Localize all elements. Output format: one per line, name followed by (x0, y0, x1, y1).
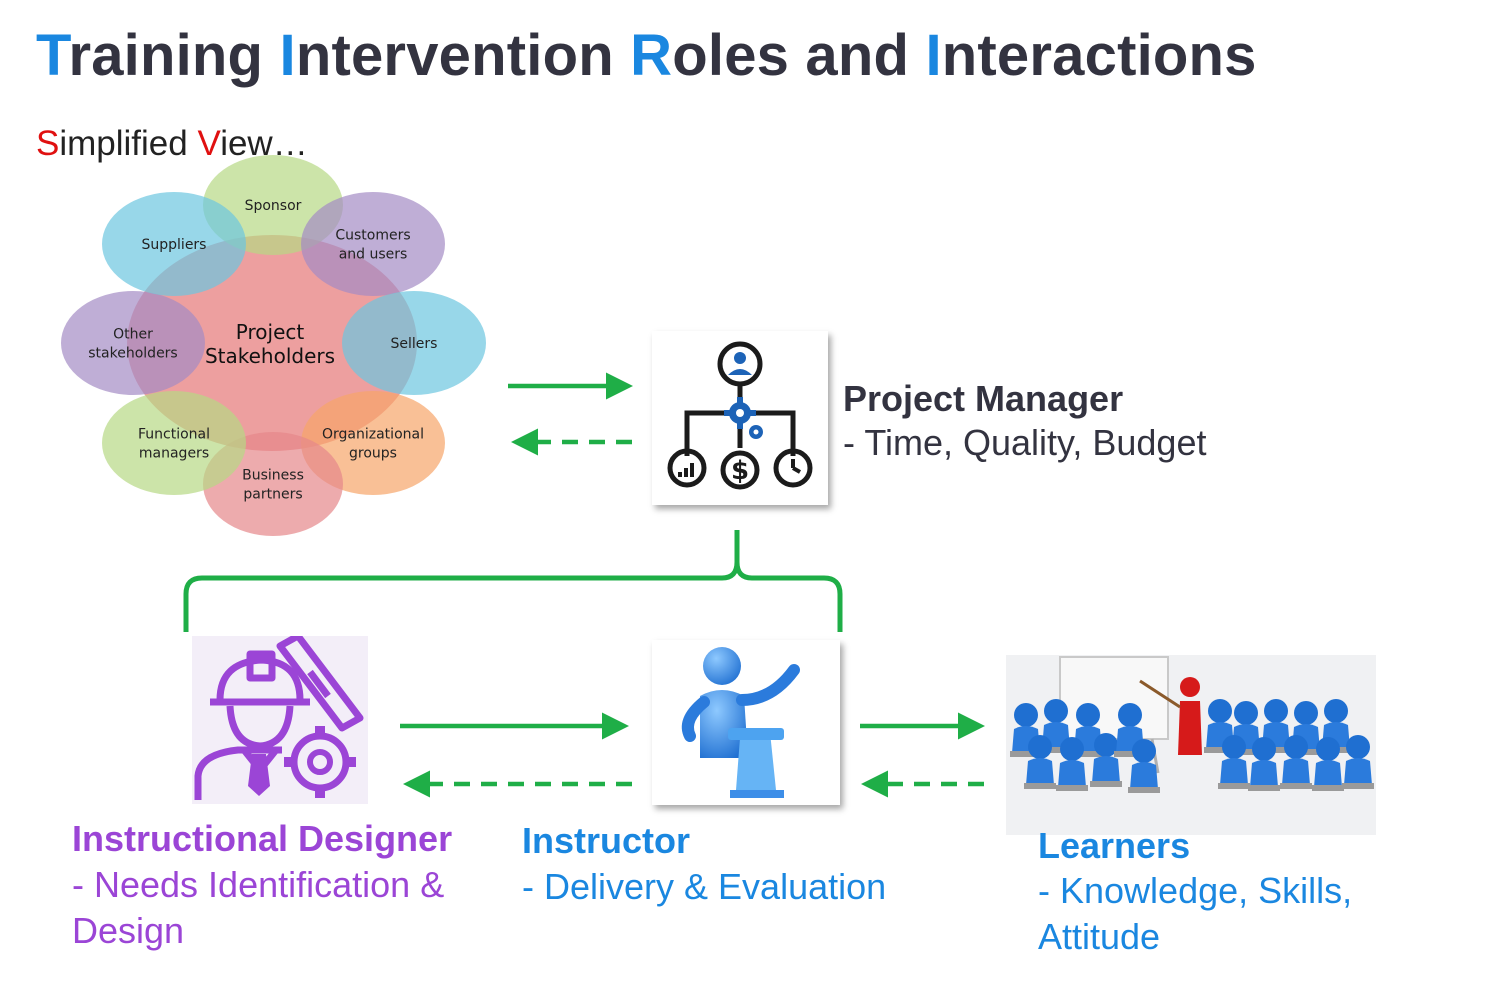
stakeholder-petal (301, 192, 445, 296)
page-title: Training Intervention Roles and Interact… (36, 22, 1257, 89)
project-manager-title: Project Manager (843, 378, 1124, 419)
learner-chair (1128, 787, 1160, 793)
learner-chair (1010, 751, 1042, 757)
stakeholder-label: and users (339, 247, 408, 263)
stakeholder-label: groups (349, 446, 397, 462)
instructor-description: - Delivery & Evaluation (522, 866, 887, 907)
learner-head (1252, 737, 1276, 761)
learner-head (1118, 703, 1142, 727)
title-part: nteractions (941, 23, 1257, 88)
learner-chair (1040, 747, 1072, 753)
learner-body (1344, 758, 1372, 785)
learner-head (1076, 703, 1100, 727)
learner-body (1026, 758, 1054, 785)
stakeholder-petal (61, 291, 205, 395)
learner-body (1130, 762, 1158, 789)
instructional-designer-title: Instructional Designer (72, 818, 453, 859)
learner-chair (1204, 747, 1236, 753)
stakeholder-label: Functional (138, 427, 210, 443)
learner-chair (1024, 783, 1056, 789)
stakeholder-label: Suppliers (142, 237, 207, 253)
learner-head (1208, 699, 1232, 723)
learner-body (1092, 756, 1120, 783)
stakeholder-label: Business (242, 468, 304, 484)
reporting-bracket (183, 530, 843, 632)
learner-chair (1248, 785, 1280, 791)
learner-chair (1280, 783, 1312, 789)
stakeholder-label: Other (113, 327, 153, 343)
title-part: I (279, 23, 296, 88)
learner-chair (1312, 785, 1344, 791)
org-chart-icon: $ (667, 341, 813, 490)
presenter-icon (681, 647, 800, 798)
learner-head (1284, 735, 1308, 759)
stakeholder-label: Customers (335, 228, 410, 244)
title-part: T (36, 23, 69, 88)
subtitle-part: implified (59, 124, 198, 163)
stakeholder-label: stakeholders (88, 346, 177, 362)
stakeholder-label: managers (139, 446, 209, 462)
learners-title: Learners (1038, 825, 1191, 866)
stakeholder-label: Sellers (391, 336, 438, 352)
learner-head (1094, 733, 1118, 757)
learner-chair (1090, 781, 1122, 787)
learner-chair (1218, 783, 1250, 789)
stakeholders-center-label: Project (236, 320, 305, 344)
designer-icon (192, 636, 368, 804)
stakeholder-label: partners (243, 487, 302, 503)
learner-chair (1342, 783, 1374, 789)
subtitle-part: V (197, 124, 221, 163)
svg-text:$: $ (731, 456, 749, 486)
stakeholder-petal (342, 291, 486, 395)
learner-head (1060, 737, 1084, 761)
learner-body (1314, 760, 1342, 787)
learner-body (1058, 760, 1086, 787)
learner-body (1250, 760, 1278, 787)
title-part: oles and (672, 23, 926, 88)
learner-chair (1072, 751, 1104, 757)
title-part: R (630, 23, 673, 88)
project-manager-description: - Time, Quality, Budget (843, 422, 1207, 463)
project-manager-card: $ (652, 331, 828, 505)
learner-head (1014, 703, 1038, 727)
learner-head (1264, 699, 1288, 723)
learner-chair (1114, 751, 1146, 757)
learner-head (1132, 739, 1156, 763)
learner-head (1346, 735, 1370, 759)
classroom-icon (1006, 655, 1376, 835)
learner-head (1324, 699, 1348, 723)
title-part: raining (68, 23, 280, 88)
learner-body (1220, 758, 1248, 785)
instructional-designer-description: - Needs Identification & Design (72, 864, 445, 951)
page-subtitle: Simplified View… (36, 124, 308, 164)
learner-body (1282, 758, 1310, 785)
learner-head (1044, 699, 1068, 723)
stakeholder-petal (102, 391, 246, 495)
learner-head (1294, 701, 1318, 725)
learner-head (1028, 735, 1052, 759)
learner-chair (1230, 749, 1262, 755)
stakeholders-center-label: Stakeholders (205, 344, 335, 368)
stakeholder-label: Organizational (322, 427, 424, 443)
learner-chair (1260, 747, 1292, 753)
learner-head (1316, 737, 1340, 761)
title-part: ntervention (295, 23, 631, 88)
learners-description: - Knowledge, Skills, Attitude (1038, 870, 1353, 957)
instructor-title: Instructor (522, 820, 691, 861)
title-part: I (925, 23, 942, 88)
learner-head (1222, 735, 1246, 759)
subtitle-part: S (36, 124, 60, 163)
instructor-card (652, 640, 840, 805)
stakeholder-petal (102, 192, 246, 296)
learner-head (1234, 701, 1258, 725)
learner-chair (1056, 785, 1088, 791)
stakeholder-label: Sponsor (245, 198, 302, 214)
